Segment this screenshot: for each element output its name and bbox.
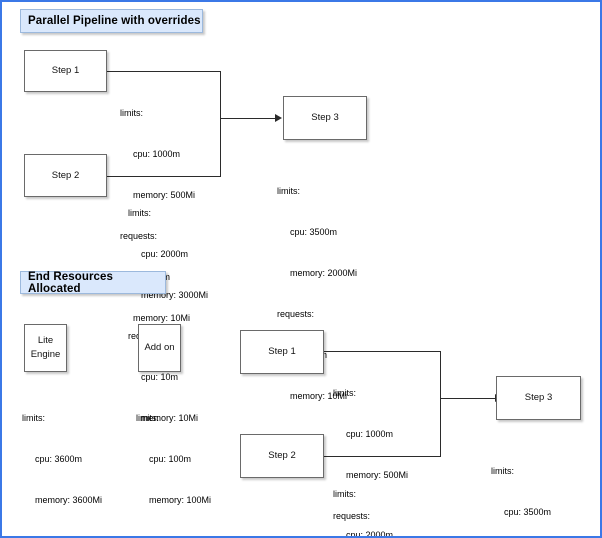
node-top-step3[interactable]: Step 3	[283, 96, 367, 140]
resources-add-on: limits: cpu: 100m memory: 100Mi requests…	[136, 385, 212, 536]
limits-label: limits:	[120, 108, 143, 119]
limits-memory: memory: 500Mi	[346, 470, 409, 481]
node-lite-engine[interactable]: Lite Engine	[24, 324, 67, 372]
limits-cpu: cpu: 3500m	[290, 227, 338, 238]
node-add-on-label: Add on	[144, 342, 175, 354]
node-top-step1[interactable]: Step 1	[24, 50, 107, 92]
node-bottom-step3[interactable]: Step 3	[496, 376, 581, 420]
resources-bottom-step1: limits: cpu: 1000m memory: 500Mi request…	[333, 360, 409, 536]
section-banner-parallel-pipeline: Parallel Pipeline with overrides	[20, 9, 203, 33]
node-bottom-step3-label: Step 3	[524, 392, 553, 404]
node-bottom-step2[interactable]: Step 2	[240, 434, 324, 478]
node-top-step3-label: Step 3	[311, 112, 339, 124]
resources-bottom-step2: limits: cpu: 2000m memory: 3000Mi reques…	[333, 461, 413, 538]
requests-memory: memory: 10Mi	[133, 313, 191, 324]
node-lite-engine-label: Lite Engine	[31, 334, 61, 362]
section-banner-parallel-pipeline-label: Parallel Pipeline with overrides	[28, 15, 201, 27]
node-top-step2-label: Step 2	[51, 169, 80, 181]
node-lite-engine-label-line1: Lite	[37, 335, 54, 347]
limits-label: limits:	[128, 208, 151, 219]
limits-label: limits:	[22, 413, 45, 424]
requests-label: requests:	[120, 231, 158, 242]
limits-label: limits:	[333, 489, 356, 500]
connector-bottom-to-step3	[440, 398, 496, 399]
node-lite-engine-label-line2: Engine	[30, 349, 61, 360]
limits-cpu: cpu: 2000m	[346, 530, 394, 538]
limits-label: limits:	[277, 186, 300, 197]
requests-memory: memory: 10Mi	[290, 391, 348, 402]
limits-memory: memory: 500Mi	[133, 190, 196, 201]
limits-cpu: cpu: 3500m	[504, 507, 552, 518]
limits-memory: memory: 100Mi	[149, 495, 212, 506]
section-banner-end-resources-label: End Resources Allocated	[28, 270, 114, 295]
node-add-on[interactable]: Add on	[138, 324, 181, 372]
connector-bottom-step2-horizontal	[324, 456, 441, 457]
connector-top-to-step3	[220, 118, 276, 119]
limits-memory: memory: 2000Mi	[290, 268, 358, 279]
node-bottom-step2-label: Step 2	[268, 450, 296, 462]
node-top-step1-label: Step 1	[51, 65, 80, 77]
connector-top-step2-horizontal	[107, 176, 221, 177]
connector-top-step3-arrowhead	[275, 114, 282, 122]
limits-cpu: cpu: 100m	[149, 454, 192, 465]
limits-label: limits:	[136, 413, 159, 424]
requests-label: requests:	[333, 511, 371, 522]
connector-top-step1-horizontal	[107, 71, 221, 72]
node-bottom-step1-label: Step 1	[268, 346, 296, 358]
limits-cpu: cpu: 3600m	[35, 454, 83, 465]
resources-lite-engine: limits: cpu: 3600m memory: 3600Mi reques…	[22, 385, 103, 536]
connector-top-bus-vertical	[220, 71, 221, 176]
section-banner-end-resources: End Resources Allocated	[20, 270, 166, 295]
requests-label: requests:	[277, 309, 315, 320]
node-top-step2[interactable]: Step 2	[24, 154, 107, 197]
limits-memory: memory: 3000Mi	[141, 290, 209, 301]
limits-cpu: cpu: 2000m	[141, 249, 189, 260]
requests-memory: memory: 10Mi	[141, 413, 199, 424]
limits-label: limits:	[491, 466, 514, 477]
requests-cpu: cpu: 10m	[141, 372, 179, 383]
connector-bottom-step1-horizontal	[324, 351, 441, 352]
limits-cpu: cpu: 1000m	[346, 429, 394, 440]
node-bottom-step1[interactable]: Step 1	[240, 330, 324, 374]
limits-cpu: cpu: 1000m	[133, 149, 181, 160]
limits-memory: memory: 3600Mi	[35, 495, 103, 506]
resources-bottom-step3: limits: cpu: 3500m memory: 2000Mi reques…	[491, 438, 571, 536]
limits-label: limits:	[333, 388, 356, 399]
connector-bottom-bus-vertical	[440, 351, 441, 456]
